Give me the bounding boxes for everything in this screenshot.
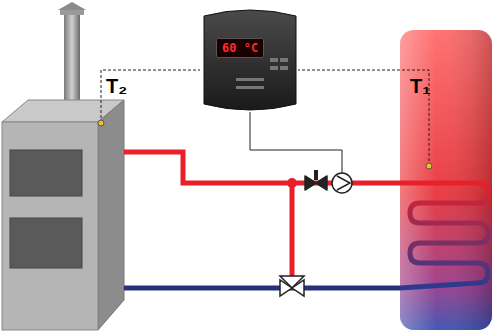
sensor <box>98 120 104 126</box>
boiler-door <box>10 218 82 268</box>
chimney-cap-ring <box>60 10 84 15</box>
sensor-label: T₂ <box>106 76 127 96</box>
three-way-valve <box>280 280 304 296</box>
temperature-display: 60 °C <box>216 38 264 58</box>
junction <box>287 178 297 188</box>
controller-buttons <box>236 58 288 89</box>
pump-wire <box>250 112 342 173</box>
sensor-wire <box>298 70 429 166</box>
controller-housing <box>204 10 296 110</box>
boiler-front <box>2 122 98 330</box>
sensor-wire <box>101 70 200 123</box>
return-pipe <box>124 286 400 291</box>
boiler-door <box>10 150 82 196</box>
storage-tank <box>400 30 492 330</box>
chimney <box>64 12 80 107</box>
pump <box>332 173 352 193</box>
flow-pipe <box>124 152 400 183</box>
sensor <box>426 163 432 169</box>
heat-coil <box>400 183 488 288</box>
sensor-label: T₁ <box>410 76 431 96</box>
boiler-side <box>98 100 124 330</box>
bypass-pipe <box>290 183 295 276</box>
controller: 60 °C <box>204 16 296 104</box>
chimney-cap <box>58 2 86 10</box>
valve-stem <box>314 170 318 180</box>
tank-shading <box>400 30 492 330</box>
pump-arrow <box>337 176 350 190</box>
